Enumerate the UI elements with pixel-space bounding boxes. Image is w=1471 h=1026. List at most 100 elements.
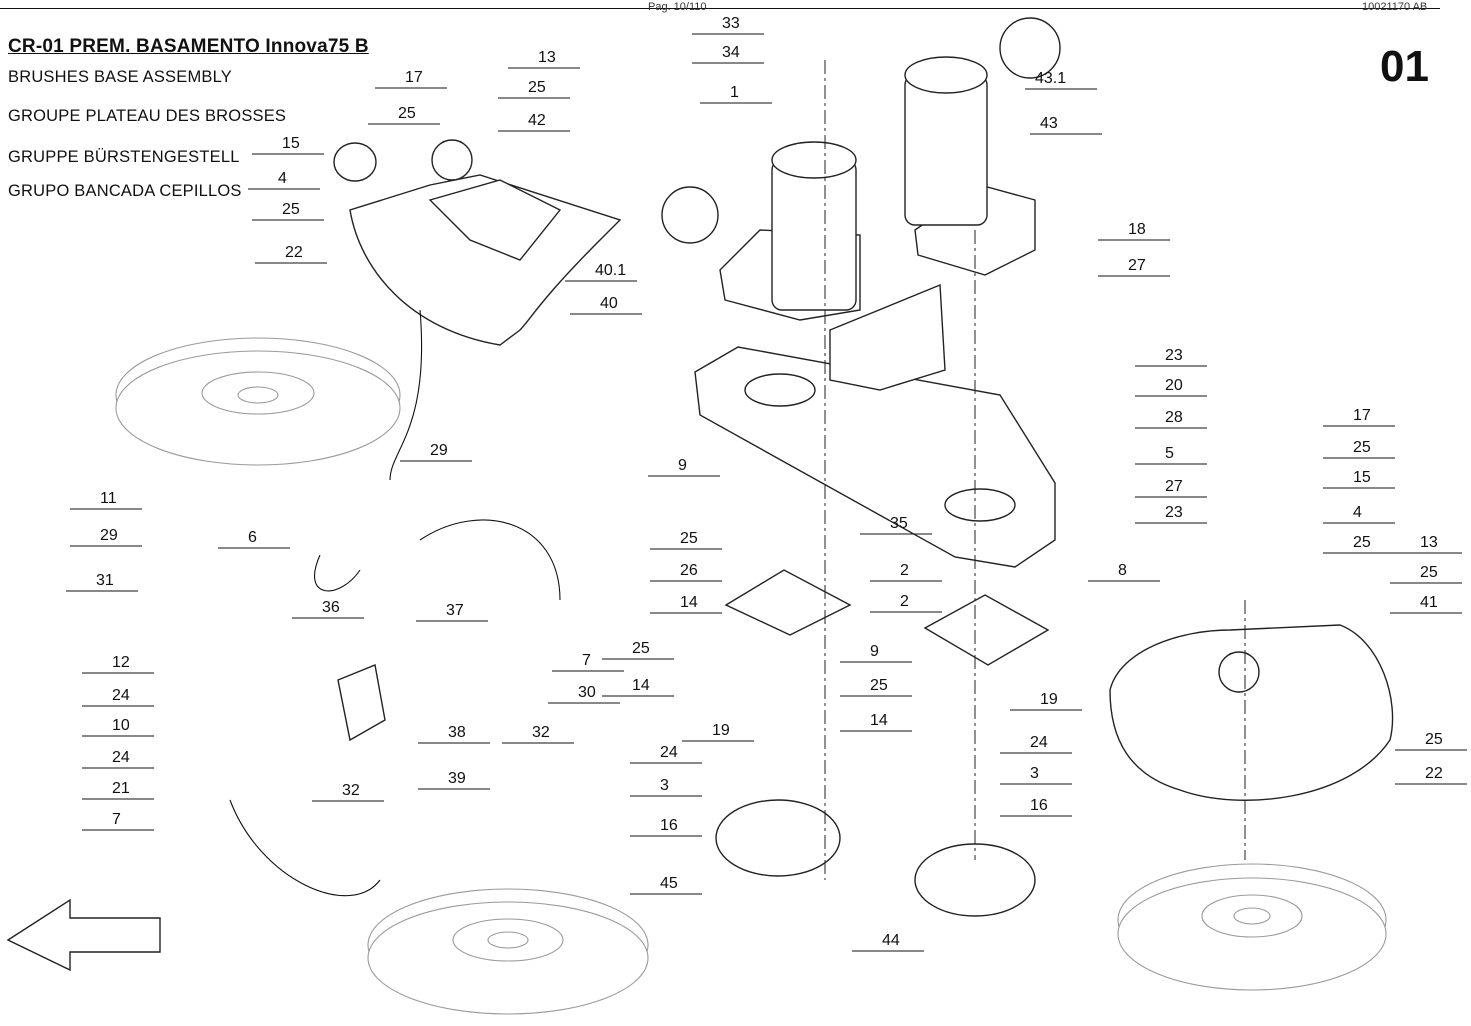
callout-25: 25 <box>398 105 416 122</box>
page-reference: Pag. 10/110 <box>648 1 707 13</box>
callout-17: 17 <box>405 69 423 86</box>
callout-14: 14 <box>870 712 888 729</box>
callout-28: 28 <box>1165 409 1183 426</box>
callout-41: 41 <box>1420 594 1438 611</box>
callout-29: 29 <box>100 527 118 544</box>
header-rule: Pag. 10/110 10021170 AB <box>0 1 1440 13</box>
callout-24: 24 <box>660 744 678 761</box>
callout-29: 29 <box>430 442 448 459</box>
document-code: 10021170 AB <box>1362 1 1428 13</box>
callout-7: 7 <box>112 811 121 828</box>
callout-4: 4 <box>1353 504 1362 521</box>
center-brush-ghost <box>367 888 649 1015</box>
callout-23: 23 <box>1165 504 1183 521</box>
callout-7: 7 <box>582 652 591 669</box>
callout-38: 38 <box>448 724 466 741</box>
callout-43: 43 <box>1040 115 1058 132</box>
callout-30: 30 <box>578 684 596 701</box>
callout-11: 11 <box>100 490 117 507</box>
callout-19: 19 <box>712 722 730 739</box>
callout-3: 3 <box>1030 765 1039 782</box>
callout-18: 18 <box>1128 221 1146 238</box>
callout-9: 9 <box>678 457 687 474</box>
callout-16: 16 <box>660 817 678 834</box>
callout-25: 25 <box>632 640 650 657</box>
callout-25: 25 <box>282 201 300 218</box>
callout-14: 14 <box>680 594 698 611</box>
valve-and-hoses <box>229 309 561 897</box>
right-motor <box>904 17 1061 276</box>
callout-27: 27 <box>1165 478 1183 495</box>
left-brush-ghost <box>115 337 401 466</box>
callout-2: 2 <box>900 593 909 610</box>
callout-43-1: 43.1 <box>1035 70 1066 87</box>
callout-36: 36 <box>322 599 340 616</box>
callout-32: 32 <box>532 724 550 741</box>
callout-21: 21 <box>112 780 130 797</box>
callout-24: 24 <box>112 687 130 704</box>
drive-plates <box>715 569 1050 917</box>
callout-25: 25 <box>1353 534 1371 551</box>
callout-26: 26 <box>680 562 698 579</box>
callout-4: 4 <box>278 170 287 187</box>
callout-6: 6 <box>248 529 257 546</box>
callout-37: 37 <box>446 602 464 619</box>
callout-20: 20 <box>1165 377 1183 394</box>
callout-45: 45 <box>660 875 678 892</box>
callout-leaders <box>66 33 1467 952</box>
direction-arrow-icon <box>6 898 161 972</box>
left-brush-cover <box>333 139 622 346</box>
callout-1: 1 <box>730 84 739 101</box>
callout-23: 23 <box>1165 347 1183 364</box>
callout-10: 10 <box>112 717 130 734</box>
right-brush-ghost <box>1117 863 1387 991</box>
callout-25: 25 <box>680 530 698 547</box>
callout-35: 35 <box>890 515 908 532</box>
callout-12: 12 <box>112 654 130 671</box>
callout-19: 19 <box>1040 691 1058 708</box>
callout-25: 25 <box>870 677 888 694</box>
callout-15: 15 <box>282 135 300 152</box>
callout-13: 13 <box>1420 534 1438 551</box>
callout-40-1: 40.1 <box>595 262 626 279</box>
callout-42: 42 <box>528 112 546 129</box>
subtitle-es: GRUPO BANCADA CEPILLOS <box>8 182 242 200</box>
callout-33: 33 <box>722 15 740 32</box>
callout-24: 24 <box>1030 734 1048 751</box>
callout-32: 32 <box>342 782 360 799</box>
callout-25: 25 <box>1353 439 1371 456</box>
callout-9: 9 <box>870 643 879 660</box>
callout-8: 8 <box>1118 562 1127 579</box>
callout-24: 24 <box>112 749 130 766</box>
left-motor <box>661 141 861 321</box>
callout-17: 17 <box>1353 407 1371 424</box>
callout-15: 15 <box>1353 469 1371 486</box>
callout-22: 22 <box>285 244 303 261</box>
sheet-number: 01 <box>1380 42 1429 91</box>
callout-25: 25 <box>1425 731 1443 748</box>
right-brush-cover <box>1109 624 1394 801</box>
callout-labels: 3334143.1431325421725154252240.140182723… <box>96 15 1443 949</box>
callout-16: 16 <box>1030 797 1048 814</box>
subtitle-de: GRUPPE BÜRSTENGESTELL <box>8 148 240 166</box>
callout-22: 22 <box>1425 765 1443 782</box>
callout-14: 14 <box>632 677 650 694</box>
callout-3: 3 <box>660 777 669 794</box>
callout-39: 39 <box>448 770 466 787</box>
base-plate <box>694 283 1056 568</box>
callout-13: 13 <box>538 49 556 66</box>
callout-40: 40 <box>600 295 618 312</box>
callout-44: 44 <box>882 932 900 949</box>
diagram-title: CR-01 PREM. BASAMENTO Innova75 B <box>8 36 369 57</box>
callout-34: 34 <box>722 44 740 61</box>
callout-27: 27 <box>1128 257 1146 274</box>
callout-5: 5 <box>1165 445 1174 462</box>
subtitle-en: BRUSHES BASE ASSEMBLY <box>8 68 232 86</box>
callout-25: 25 <box>1420 564 1438 581</box>
callout-2: 2 <box>900 562 909 579</box>
subtitle-fr: GROUPE PLATEAU DES BROSSES <box>8 107 287 125</box>
callout-31: 31 <box>96 572 114 589</box>
callout-25: 25 <box>528 79 546 96</box>
